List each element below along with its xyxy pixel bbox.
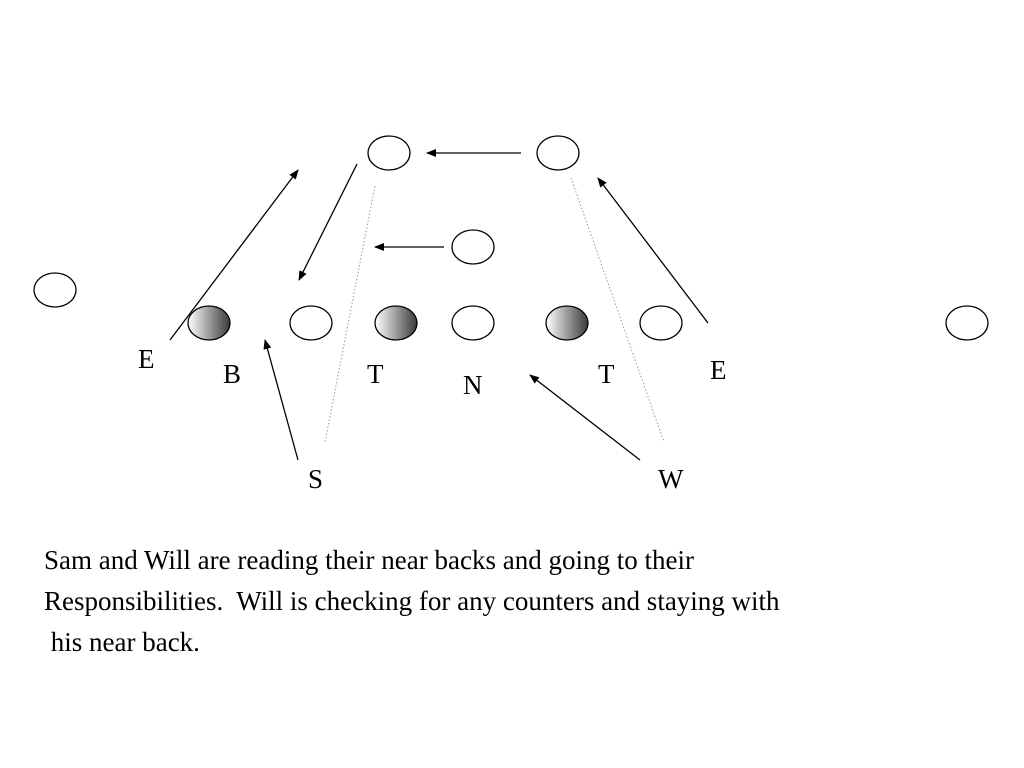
arrow-sam-read xyxy=(263,339,299,461)
read-line-will xyxy=(570,177,665,443)
offense-player-far-right xyxy=(945,305,989,341)
arrow-back-to-flat xyxy=(298,163,358,281)
label-e-left: E xyxy=(138,344,155,374)
label-e-right: E xyxy=(710,355,727,385)
caption-line-3: his near back. xyxy=(44,627,200,657)
offense-player-deep-right xyxy=(536,135,580,171)
label-b: B xyxy=(223,359,242,389)
caption: Sam and Will are reading their near back… xyxy=(44,540,1004,663)
offense-player-line-1 xyxy=(289,305,333,341)
offense-player-middle xyxy=(451,229,495,265)
offense-player-line-2 xyxy=(451,305,495,341)
label-n: N xyxy=(463,370,483,400)
caption-line-1: Sam and Will are reading their near back… xyxy=(44,545,694,575)
offense-player-deep-left xyxy=(367,135,411,171)
label-s: S xyxy=(308,464,324,494)
label-t-left: T xyxy=(367,359,384,389)
arrow-e-right-rush xyxy=(597,177,709,324)
defender-b xyxy=(187,305,231,341)
defender-t-right xyxy=(545,305,589,341)
label-w: W xyxy=(658,464,684,494)
play-diagram xyxy=(33,135,989,461)
offense-player-line-3 xyxy=(639,305,683,341)
arrow-e-left-rush xyxy=(169,169,299,341)
label-t-right: T xyxy=(598,359,615,389)
arrow-will-read xyxy=(529,374,641,461)
caption-line-2: Responsibilities. Will is checking for a… xyxy=(44,586,780,616)
read-line-sam xyxy=(324,185,376,443)
offense-player-far-left xyxy=(33,272,77,308)
defender-t-left xyxy=(374,305,418,341)
